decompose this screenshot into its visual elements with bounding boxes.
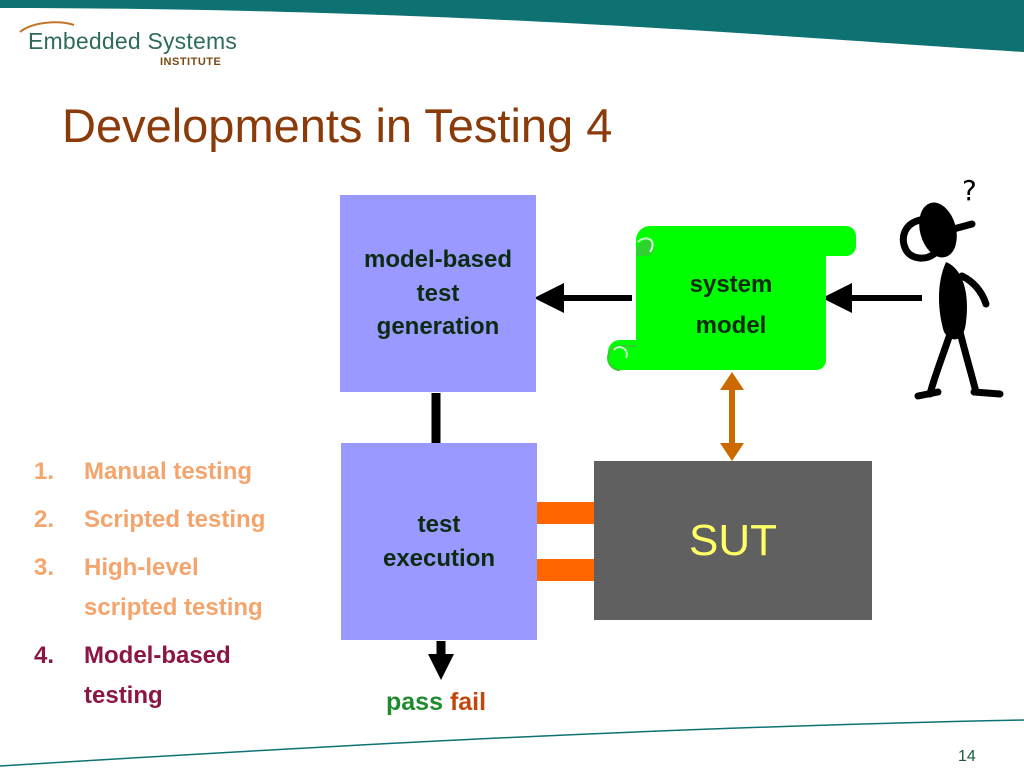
list-item-number: 3. [34, 554, 55, 581]
list-item: 1. Manual testing [34, 452, 334, 492]
list-item-text-continued: testing [84, 682, 163, 709]
list-item-text: High-level [84, 554, 199, 581]
list-item-text-continued: scripted testing [84, 594, 263, 621]
list-item-text: Scripted testing [84, 506, 266, 533]
thinking-person-icon: ? [899, 174, 1004, 400]
list-item-number: 1. [34, 458, 55, 485]
logo-text: Embedded Systems [28, 28, 238, 54]
system-model-line1: system [689, 271, 773, 298]
list-item-text: Model-based [84, 642, 231, 669]
test-execution-line2: execution [382, 544, 496, 572]
model-sut-double-arrow [720, 372, 744, 461]
system-model-line2: model [695, 311, 767, 339]
test-generation-line2: test [416, 279, 460, 307]
list-item-text: Manual testing [84, 458, 253, 485]
test-execution-line1: test [417, 510, 461, 538]
list-item-number: 4. [34, 642, 55, 669]
list-item: 4. Model-based testing [34, 636, 334, 716]
logo-subtext: INSTITUTE [160, 56, 222, 68]
test-generation-box: model-based test generation [340, 195, 536, 392]
svg-text:?: ? [962, 174, 977, 207]
test-generation-line3: generation [376, 313, 500, 341]
result-label: pass fail [386, 688, 486, 717]
logo-arc-icon [19, 21, 75, 33]
list-item: 3. High-level scripted testing [34, 548, 334, 628]
testing-methods-list: 1. Manual testing 2. Scripted testing 3.… [34, 452, 334, 724]
result-fail: fail [449, 688, 487, 716]
page-title: Developments in Testing 4 [62, 99, 613, 152]
sut-box: SUT [594, 461, 872, 620]
system-model-label: system model [662, 265, 800, 347]
execution-to-result-arrowhead [428, 654, 454, 680]
page-number: 14 [958, 748, 976, 765]
test-generation-line1: model-based [363, 246, 513, 274]
test-execution-box: test execution [341, 443, 537, 640]
list-item-number: 2. [34, 506, 55, 533]
system-model-scroll [606, 226, 856, 371]
result-pass: pass [386, 688, 443, 716]
list-item: 2. Scripted testing [34, 500, 334, 540]
footer-swoosh [0, 719, 1024, 767]
header-band [0, 0, 1024, 52]
